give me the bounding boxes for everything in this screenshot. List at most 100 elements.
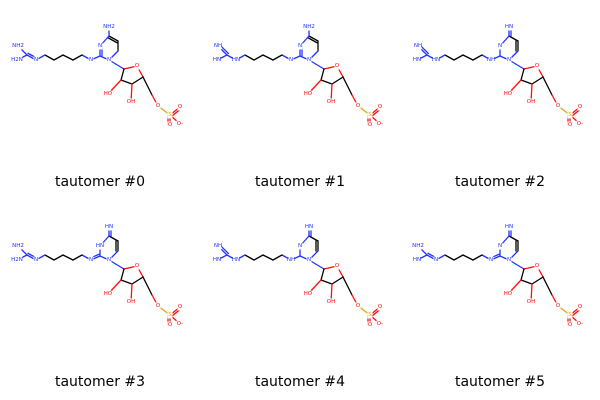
- atom-label-bg: [33, 256, 39, 264]
- bond-line: [520, 268, 525, 281]
- bond-line: [331, 276, 344, 285]
- bond-line: [108, 235, 119, 242]
- atom-label: NH: [214, 243, 222, 249]
- atom-label-bg: [303, 23, 315, 31]
- atom-label: N: [289, 57, 293, 63]
- atom-label-bg: [577, 103, 583, 111]
- atom-label: O-: [177, 121, 183, 127]
- bond-line: [253, 254, 264, 261]
- atom-label: HO: [304, 91, 313, 97]
- atom-label: O: [556, 103, 561, 109]
- atom-label: O: [135, 63, 140, 69]
- atom-label-bg: [306, 56, 312, 64]
- atom-label-bg: [177, 103, 183, 111]
- atom-label-bg: [327, 98, 335, 106]
- atom-label: H2N: [11, 57, 23, 63]
- bond-line: [272, 254, 283, 261]
- bond-line: [53, 254, 64, 261]
- atom-label: O-: [577, 321, 583, 327]
- bond-line: [253, 54, 264, 61]
- atom-label: O-: [377, 121, 383, 127]
- bond-line: [520, 68, 525, 81]
- bond-line: [320, 268, 325, 281]
- bond-line: [472, 54, 483, 61]
- atom-label-bg: [134, 262, 140, 270]
- atom-label: NH: [287, 257, 295, 263]
- atom-label: HN: [505, 224, 513, 230]
- atom-label-bg: [506, 56, 512, 64]
- bond-line: [531, 76, 544, 85]
- atom-label: HN: [213, 257, 221, 263]
- atom-label-bg: [555, 102, 561, 110]
- atom-label: NH2: [103, 24, 115, 30]
- atom-label-bg: [367, 311, 373, 319]
- atom-label: N: [434, 257, 438, 263]
- atom-label: H2N: [11, 257, 23, 263]
- atom-label: O: [156, 103, 161, 109]
- bond-line: [108, 35, 119, 42]
- atom-label: N: [89, 57, 93, 63]
- atom-label: O: [378, 104, 383, 110]
- atom-label-bg: [304, 90, 312, 98]
- atom-label-bg: [232, 256, 240, 264]
- atom-label: N: [34, 57, 38, 63]
- atom-label: N: [34, 257, 38, 263]
- bond-line: [320, 79, 333, 85]
- atom-label-bg: [567, 111, 573, 119]
- atom-label: O: [535, 63, 540, 69]
- atom-label: S: [168, 112, 172, 118]
- atom-label-bg: [497, 42, 503, 50]
- atom-label-bg: [127, 298, 135, 306]
- atom-label: N: [98, 43, 102, 49]
- atom-label: HO: [104, 291, 113, 297]
- atom-label-bg: [106, 256, 112, 264]
- atom-label-bg: [297, 42, 303, 50]
- atom-label-bg: [413, 256, 421, 264]
- atom-label: O: [368, 122, 373, 128]
- atom-label-bg: [12, 242, 24, 250]
- atom-label-bg: [167, 321, 173, 329]
- bond-line: [272, 54, 283, 61]
- atom-label: O: [568, 122, 573, 128]
- bond-line: [244, 254, 255, 261]
- atom-label: HN: [105, 224, 113, 230]
- atom-label: S: [568, 312, 572, 318]
- atom-label-bg: [88, 256, 94, 264]
- atom-label-bg: [176, 120, 184, 128]
- atom-label: N: [89, 257, 93, 263]
- atom-label-bg: [567, 311, 573, 319]
- bond-line: [331, 76, 344, 85]
- atom-label: O: [156, 303, 161, 309]
- bond-line: [342, 76, 353, 96]
- atom-label: O: [178, 104, 183, 110]
- atom-label-bg: [527, 298, 535, 306]
- atom-label: O: [335, 263, 340, 269]
- atom-label: NH: [214, 43, 222, 49]
- atom-label: HN: [232, 257, 240, 263]
- bond-line: [320, 68, 325, 81]
- atom-label: OH: [127, 299, 135, 305]
- atom-label-bg: [534, 262, 540, 270]
- atom-label: OH: [327, 99, 335, 105]
- atom-label: HN: [432, 57, 440, 63]
- bond-line: [444, 54, 455, 61]
- atom-label-bg: [104, 290, 112, 298]
- atom-label: O: [168, 322, 173, 328]
- atom-label: S: [368, 112, 372, 118]
- atom-label-bg: [167, 111, 173, 119]
- atom-label: O-: [577, 121, 583, 127]
- atom-label-bg: [497, 242, 503, 250]
- atom-label-bg: [377, 103, 383, 111]
- atom-label-bg: [505, 23, 513, 31]
- bond-line: [44, 254, 55, 261]
- atom-label-bg: [103, 23, 115, 31]
- atom-label-bg: [412, 242, 424, 250]
- atom-label: O: [356, 303, 361, 309]
- atom-label: N: [107, 57, 111, 63]
- atom-label-bg: [177, 303, 183, 311]
- atom-label-bg: [576, 320, 584, 328]
